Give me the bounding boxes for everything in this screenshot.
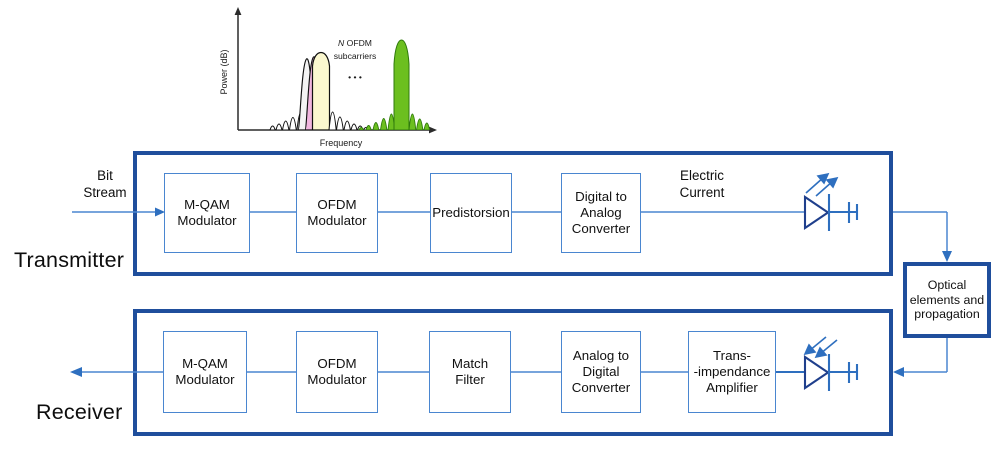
tx-block-m-qam-line2: Modulator bbox=[177, 213, 237, 228]
spectrum-annotation-line1: N OFDM bbox=[338, 38, 372, 48]
optical-line3: and bbox=[963, 292, 985, 307]
receiver-frame bbox=[133, 309, 893, 436]
electric-current-line1: Electric bbox=[680, 168, 724, 183]
rx-output-arrow bbox=[70, 367, 82, 377]
spectrum-xaxis-label: Frequency bbox=[320, 138, 363, 148]
tx-block-dac-line3: Converter bbox=[571, 221, 631, 237]
bit-stream-label: Bit Stream bbox=[70, 168, 140, 202]
rx-block-match-filter-line1: Match bbox=[451, 355, 489, 371]
tx-block-ofdm-line2: Modulator bbox=[307, 213, 367, 228]
receiver-input-arrow bbox=[893, 367, 904, 377]
rx-block-match-filter[interactable]: Match Filter bbox=[429, 331, 511, 413]
tx-block-ofdm-modulator[interactable]: OFDM Modulator bbox=[296, 173, 378, 253]
tx-block-digital-to-analog-converter[interactable]: Digital to Analog Converter bbox=[561, 173, 641, 253]
spectrum-green-group bbox=[358, 39, 431, 130]
rx-block-transimpedance-amplifier[interactable]: Trans- -impendance Amplifier bbox=[688, 331, 776, 413]
optical-to-rx-connector bbox=[893, 338, 948, 377]
spectrum-annotation-line2: subcarriers bbox=[334, 51, 377, 61]
electric-current-label: Electric Current bbox=[661, 168, 743, 202]
spectrum-annotation-ofdm: OFDM bbox=[344, 38, 372, 48]
spectrum-left-group bbox=[269, 51, 369, 130]
optical-line4: propagation bbox=[914, 307, 980, 322]
tx-to-optical-connector bbox=[893, 211, 952, 262]
spectrum-annotation-N: N bbox=[338, 38, 345, 48]
rx-block-m-qam-modulator[interactable]: M-QAM Modulator bbox=[163, 331, 247, 413]
rx-block-ofdm-line1: OFDM bbox=[317, 355, 357, 371]
tx-block-dac-line2: Analog bbox=[580, 204, 622, 220]
rx-block-m-qam-line1: M-QAM bbox=[182, 355, 228, 371]
bit-stream-line2: Stream bbox=[83, 184, 127, 200]
spectrum-plot: N OFDM subcarriers • • • Frequency Power… bbox=[219, 7, 437, 148]
optical-elements-and-propagation-block[interactable]: Optical elements and propagation bbox=[903, 262, 991, 338]
rx-block-tia-line3: Amplifier bbox=[706, 380, 758, 396]
rx-block-m-qam-line2: Modulator bbox=[175, 372, 235, 387]
tx-block-m-qam-line1: M-QAM bbox=[184, 196, 230, 212]
spectrum-ellipsis: • • • bbox=[348, 72, 362, 82]
tx-block-predistorsion[interactable]: Predistorsion bbox=[430, 173, 512, 253]
tx-block-dac-line1: Digital to bbox=[575, 188, 627, 204]
optical-line1: Optical bbox=[927, 277, 967, 292]
rx-block-analog-to-digital-converter[interactable]: Analog to Digital Converter bbox=[561, 331, 641, 413]
transmitter-section-label: Transmitter bbox=[14, 248, 125, 272]
optical-input-arrow bbox=[942, 251, 952, 262]
subcarrier-green-main bbox=[393, 39, 410, 130]
spectrum-yaxis-label: Power (dB) bbox=[219, 49, 229, 94]
rx-block-match-filter-line2: Filter bbox=[455, 372, 485, 387]
rx-block-tia-line1: Trans- bbox=[713, 347, 751, 363]
rx-block-adc-line3: Converter bbox=[571, 380, 631, 396]
optical-line2: elements bbox=[909, 292, 961, 307]
bit-stream-line1: Bit bbox=[97, 168, 113, 183]
rx-block-tia-line2: -impendance bbox=[693, 363, 771, 379]
tx-block-m-qam-modulator[interactable]: M-QAM Modulator bbox=[164, 173, 250, 253]
tx-block-predistorsion-line1: Predistorsion bbox=[432, 204, 510, 220]
transmitter-frame bbox=[133, 151, 893, 276]
electric-current-line2: Current bbox=[679, 184, 725, 200]
tx-block-ofdm-line1: OFDM bbox=[317, 196, 357, 212]
rx-block-adc-line2: Digital bbox=[582, 363, 620, 379]
rx-block-adc-line1: Analog to bbox=[572, 347, 630, 363]
ofdm-spectrum-inset: N OFDM subcarriers • • • Frequency Power… bbox=[213, 4, 445, 152]
receiver-section-label: Receiver bbox=[36, 400, 123, 424]
rx-block-ofdm-line2: Modulator bbox=[307, 372, 367, 387]
rx-block-ofdm-modulator[interactable]: OFDM Modulator bbox=[296, 331, 378, 413]
subcarrier-yellow bbox=[311, 51, 331, 130]
